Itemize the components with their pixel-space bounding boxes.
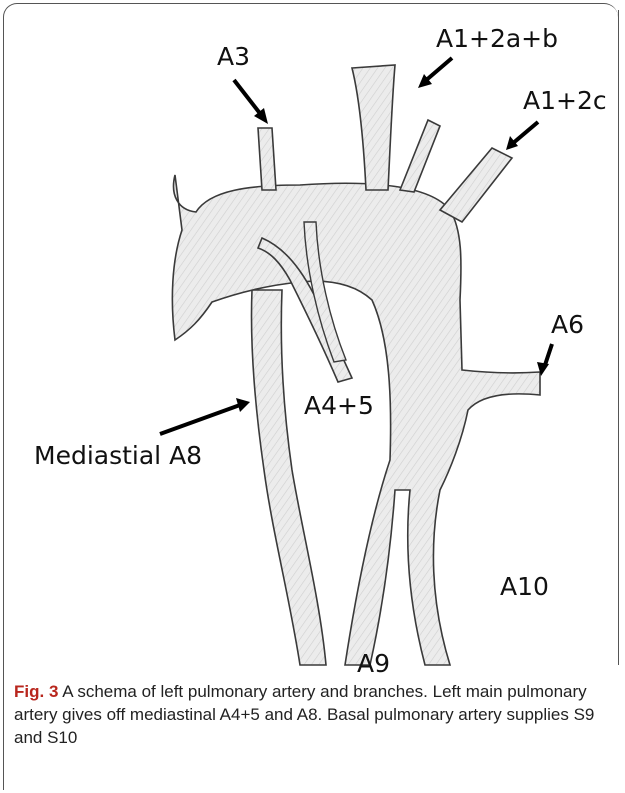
arrow-a12ab (424, 58, 452, 82)
label-a12ab: A1+2a+b (436, 26, 558, 51)
a12ab-vessel (352, 65, 395, 190)
label-a6: A6 (551, 312, 584, 337)
caption-text: A schema of left pulmonary artery and br… (14, 682, 594, 747)
arrow-a8 (160, 405, 240, 434)
label-a8: Mediastial A8 (34, 443, 202, 468)
label-a3: A3 (217, 44, 250, 69)
label-a10: A10 (500, 574, 549, 599)
arrow-a12c (512, 122, 538, 144)
figure-caption: Fig. 3 A schema of left pulmonary artery… (14, 680, 614, 749)
label-a12c: A1+2c (523, 88, 607, 113)
arrow-a3 (234, 80, 262, 116)
a3-vessel (258, 128, 276, 190)
arrow-a8-head (236, 398, 250, 412)
a12ab-side-vessel (400, 120, 440, 192)
label-a9: A9 (357, 651, 390, 676)
a12c-vessel (440, 148, 512, 222)
figure-number: Fig. 3 (14, 682, 58, 701)
main-artery-vessel (172, 175, 540, 665)
a8-vessel (252, 290, 327, 665)
label-a45: A4+5 (304, 393, 374, 418)
